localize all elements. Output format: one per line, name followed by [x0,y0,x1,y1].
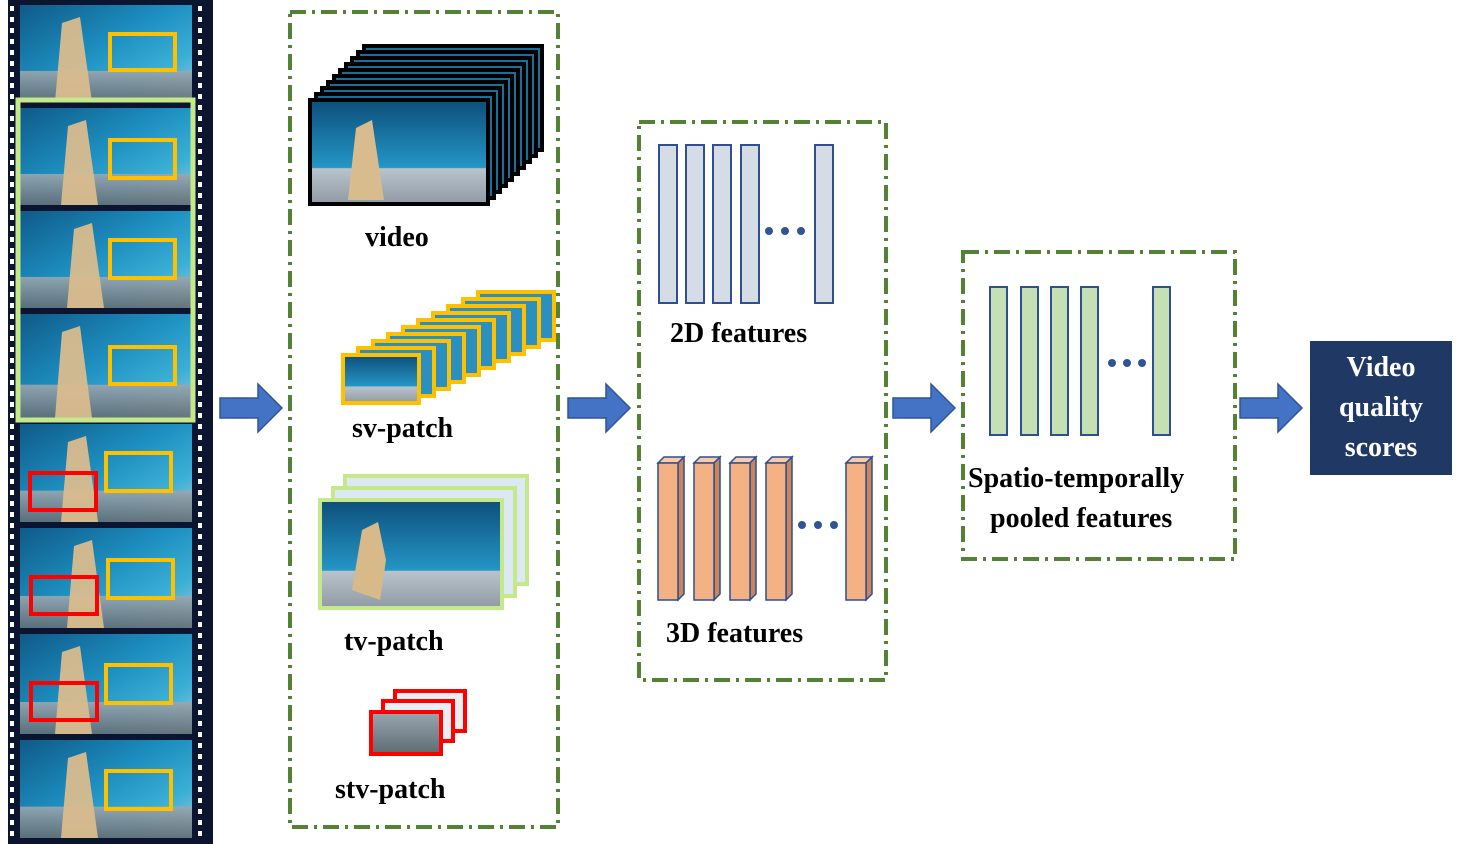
pooled-feature-bar [1080,286,1099,436]
feature-3d-bar [692,455,722,602]
inputs-panel [288,10,560,829]
tv-patch-box [15,97,196,423]
features-3d-label: 3D features [666,618,804,649]
film-frame [20,314,192,418]
feature-3d-bar [728,455,758,602]
pooled-features-bars [989,286,1171,436]
feature-2d-bar [658,144,678,304]
sv-patch-label: sv-patch [352,413,454,444]
arrow-4-icon [1239,382,1304,434]
sv-patch-boxes [104,32,177,811]
pooled-feature-bar [1020,286,1039,436]
output-box: Video quality scores [1310,341,1452,475]
tv-patch-stack [318,474,529,610]
film-frame [20,211,192,308]
sv-patch-stack [341,290,556,405]
arrow-2-icon [567,382,632,434]
pooled-feature-bar [1050,286,1069,436]
film-strip [8,0,213,844]
features-2d-label: 2D features [670,318,808,349]
features-2d-bars [658,144,834,304]
pooled-panel [961,250,1237,561]
pooled-feature-bar [1152,286,1171,436]
pooled-label-line2: pooled features [990,503,1173,534]
ellipsis-icons [765,227,1146,529]
feature-2d-bar [740,144,760,304]
output-line3: scores [1344,432,1418,463]
feature-3d-bar [656,455,686,602]
video-label: video [365,222,429,253]
tv-patch-label: tv-patch [344,626,444,657]
feature-3d-bar [764,455,794,602]
features-3d-bars [656,455,874,602]
feature-2d-bar [814,144,834,304]
film-frame [20,108,192,205]
stv-patch-boxes [28,471,99,722]
pooled-feature-bar [989,286,1008,436]
output-line2: quality [1338,392,1424,423]
film-sprocket-holes [10,6,202,836]
arrow-1-icon [219,382,284,434]
stv-patch-label: stv-patch [335,774,446,805]
feature-2d-bar [712,144,732,304]
stv-patch-stack [369,689,467,756]
video-stack [308,44,544,206]
feature-2d-bar [685,144,705,304]
pooled-label-line1: Spatio-temporally [968,463,1185,494]
feature-3d-bar [844,455,874,602]
film-frame [20,5,192,102]
arrow-3-icon [892,382,957,434]
flow-arrows [219,382,1304,434]
output-line1: Video [1346,352,1416,383]
